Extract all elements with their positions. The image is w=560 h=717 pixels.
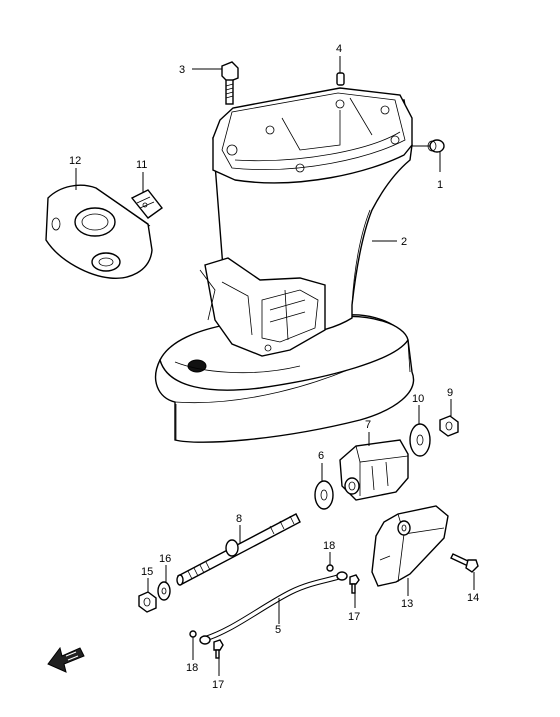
callout-12: 12 xyxy=(69,155,81,167)
part-7-mount-block[interactable] xyxy=(339,439,409,501)
part-5-ground-wire[interactable] xyxy=(199,571,348,645)
part-1-plug[interactable] xyxy=(427,139,445,153)
part-10-washer[interactable] xyxy=(409,423,431,457)
callout-14: 14 xyxy=(467,592,479,604)
part-4-dowel-pin[interactable] xyxy=(336,72,345,86)
callout-13: 13 xyxy=(401,598,413,610)
part-3-bolt[interactable] xyxy=(221,61,239,105)
callout-labels: 1 2 3 4 12 11 6 7 10 9 8 16 15 18 17 5 1… xyxy=(69,43,479,691)
drive-shaft-housing[interactable] xyxy=(155,87,415,443)
part-13-cover[interactable] xyxy=(371,505,449,587)
callout-6: 6 xyxy=(318,450,324,462)
callout-5: 5 xyxy=(275,624,281,636)
part-11-rubber-mount[interactable] xyxy=(130,189,164,219)
part-8-through-bolt[interactable] xyxy=(176,513,301,586)
part-18-washer-upper[interactable] xyxy=(326,564,334,572)
callout-15: 15 xyxy=(141,566,153,578)
part-17-screw-upper[interactable] xyxy=(349,574,360,594)
part-14-bolt[interactable] xyxy=(450,553,479,573)
callout-7: 7 xyxy=(365,419,371,431)
part-16-washer[interactable] xyxy=(157,581,171,601)
callout-17-upper: 17 xyxy=(348,611,360,623)
callout-17-lower: 17 xyxy=(212,679,224,691)
callout-4: 4 xyxy=(336,43,342,55)
callout-1: 1 xyxy=(437,179,443,191)
callout-18-upper: 18 xyxy=(323,540,335,552)
part-15-nut[interactable] xyxy=(138,591,157,613)
part-18-washer-lower[interactable] xyxy=(189,630,197,638)
callout-16: 16 xyxy=(159,553,171,565)
part-17-screw-lower[interactable] xyxy=(213,639,224,659)
callout-18-lower: 18 xyxy=(186,662,198,674)
callout-8: 8 xyxy=(236,513,242,525)
callout-3: 3 xyxy=(179,64,185,76)
callout-10: 10 xyxy=(412,393,424,405)
part-12-mount-bracket[interactable] xyxy=(45,184,153,279)
leader-lines xyxy=(75,56,475,676)
part-9-nut[interactable] xyxy=(439,415,459,437)
callout-9: 9 xyxy=(447,387,453,399)
callout-11: 11 xyxy=(136,159,147,171)
forward-arrow-icon xyxy=(47,646,85,673)
callout-2: 2 xyxy=(401,236,407,248)
part-6-washer[interactable] xyxy=(314,480,334,510)
